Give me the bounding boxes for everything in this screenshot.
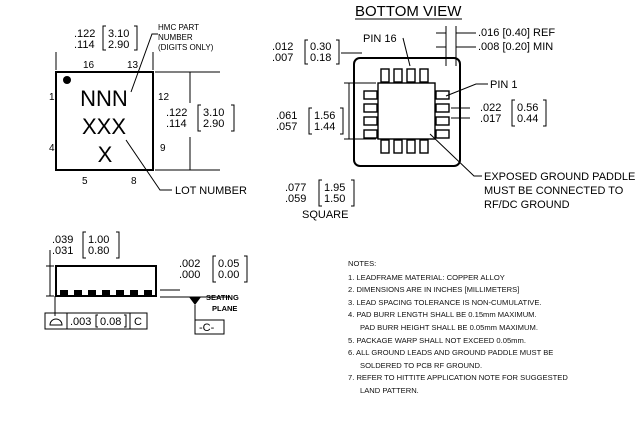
paddle-size-in: .061 .057 <box>276 110 300 133</box>
bottom-pad <box>363 103 378 113</box>
side-height-in: .039 .031 <box>52 234 76 257</box>
pin-8-label: 8 <box>131 176 137 187</box>
notes-section: NOTES: 1. LEADFRAME MATERIAL: COPPER ALL… <box>348 258 638 398</box>
side-lead <box>88 290 96 296</box>
side-lead <box>130 290 138 296</box>
pin-13-label: 13 <box>127 60 139 71</box>
pin-9-label: 9 <box>160 143 166 154</box>
top-view-package-body <box>55 71 154 171</box>
lead-width-mm: 0.30 0.18 <box>310 41 334 64</box>
paddle-square-mm: 1.95 1.50 <box>324 182 348 205</box>
marking-line-1: NNN <box>80 86 128 111</box>
standoff-mm: 0.05 0.00 <box>218 258 242 281</box>
fcf-datum: C <box>134 316 142 328</box>
bottom-view-package-body <box>353 57 461 167</box>
note-item: 3. LEAD SPACING TOLERANCE IS NON-CUMULAT… <box>348 297 542 307</box>
top-height-mm: 3.10 2.90 <box>203 107 227 130</box>
marking-line-2: XXX <box>82 114 126 139</box>
bottom-pad <box>419 68 429 83</box>
bottom-pad <box>406 139 416 154</box>
bottom-pad <box>363 116 378 126</box>
side-lead <box>116 290 124 296</box>
bottom-pad <box>419 139 429 154</box>
fcf-tolerance: .003 <box>70 316 91 328</box>
pin-5-label: 5 <box>82 176 88 187</box>
side-lead <box>60 290 68 296</box>
paddle-size-mm: 1.56 1.44 <box>314 110 338 133</box>
pin-16-label: 16 <box>83 60 95 71</box>
lead-gap-dim: .008 [0.20] MIN <box>478 41 553 53</box>
bottom-pad <box>363 129 378 139</box>
fcf-tolerance-mm: 0.08 <box>100 316 121 328</box>
top-view: .122 .114 3.10 2.90 .122 .114 3.10 2.90 … <box>49 23 247 197</box>
bottom-pad <box>435 116 450 126</box>
lead-length-mm: 0.56 0.44 <box>517 102 541 125</box>
bottom-pad <box>380 139 390 154</box>
lead-length-in: .022 .017 <box>480 102 504 125</box>
top-height-in: .122 .114 <box>166 107 190 130</box>
bottom-pad <box>363 90 378 100</box>
side-height-mm: 1.00 0.80 <box>88 234 112 257</box>
seating-label-2: PLANE <box>212 304 237 313</box>
note-item: LAND PATTERN. <box>360 385 419 395</box>
pin-4-label: 4 <box>49 143 55 154</box>
profile-symbol-icon <box>49 318 63 326</box>
note-item: 4. PAD BURR LENGTH SHALL BE 0.15mm MAXIM… <box>348 310 537 320</box>
bottom-pad <box>393 139 403 154</box>
note-item: 1. LEADFRAME MATERIAL: COPPER ALLOY <box>348 272 505 282</box>
seating-label-1: SEATING <box>206 293 239 302</box>
note-item: PAD BURR HEIGHT SHALL BE 0.05mm MAXIMUM. <box>360 322 538 332</box>
pin-12-label: 12 <box>158 92 170 103</box>
pin1-callout: PIN 1 <box>490 79 518 91</box>
side-lead <box>144 290 152 296</box>
seating-plane-marker <box>189 297 201 305</box>
lead-width-in: .012 .007 <box>272 41 296 64</box>
bottom-pad <box>380 68 390 83</box>
side-view: .039 .031 1.00 0.80 .002 .000 0.05 0.00 … <box>44 231 248 335</box>
note-item: 6. ALL GROUND LEADS AND GROUND PADDLE MU… <box>348 348 554 358</box>
top-width-mm: 3.10 2.90 <box>108 28 132 51</box>
square-label: SQUARE <box>302 209 348 221</box>
datum-label: -C- <box>199 322 215 334</box>
bottom-pad <box>393 68 403 83</box>
note-item: SOLDERED TO PCB RF GROUND. <box>360 360 483 370</box>
bottom-view-title: BOTTOM VIEW <box>355 3 462 20</box>
lead-pitch-dim: .016 [0.40] REF <box>478 27 555 39</box>
bottom-pad <box>406 68 416 83</box>
pin1-dot <box>63 76 71 84</box>
bottom-view: BOTTOM VIEW PIN 16 .016 [0.40 <box>272 3 638 221</box>
standoff-in: .002 .000 <box>179 258 203 281</box>
note-item: 2. DIMENSIONS ARE IN INCHES [MILLIMETERS… <box>348 285 520 295</box>
bottom-pad <box>435 90 450 100</box>
bottom-pad <box>435 103 450 113</box>
note-item: 7. REFER TO HITTITE APPLICATION NOTE FOR… <box>348 373 568 383</box>
lot-number-label: LOT NUMBER <box>175 185 247 197</box>
paddle-square-in: .077 .059 <box>285 182 309 205</box>
marking-line-3: X <box>98 142 113 167</box>
exposed-ground-paddle <box>377 82 436 140</box>
flatness-control-frame <box>44 312 148 330</box>
datum-box <box>194 319 225 335</box>
pin-1-label: 1 <box>49 92 55 103</box>
side-lead <box>102 290 110 296</box>
bottom-pad <box>435 129 450 139</box>
notes-title: NOTES: <box>348 259 377 268</box>
note-item: 5. PACKAGE WARP SHALL NOT EXCEED 0.05mm. <box>348 335 526 345</box>
pin16-callout: PIN 16 <box>363 33 397 45</box>
hmc-part-number-label: HMC PART NUMBER (DIGITS ONLY) <box>158 23 214 52</box>
side-lead <box>74 290 82 296</box>
top-width-in: .122 .114 <box>74 28 98 51</box>
paddle-ground-note: EXPOSED GROUND PADDLE MUST BE CONNECTED … <box>484 171 638 211</box>
